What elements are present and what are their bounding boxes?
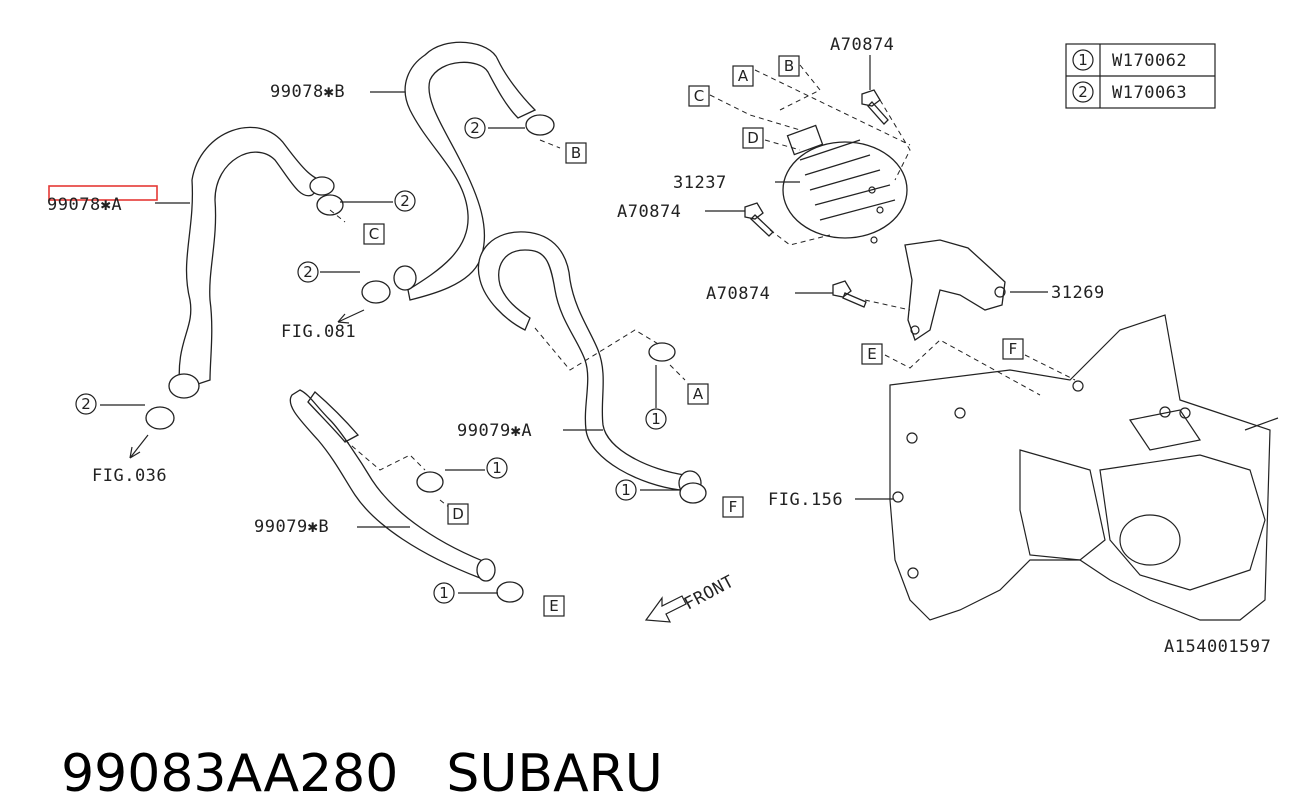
bracket-31269[interactable] (904, 239, 1006, 342)
parts-diagram: 1 W170062 2 W170063 (47, 35, 1279, 657)
clamp-num-2c: 2 (303, 263, 313, 281)
legend-num-2: 2 (1078, 83, 1088, 101)
letter-a-hose: A (693, 385, 704, 403)
clamp-num-2d: 2 (81, 395, 91, 413)
hose-99078-a[interactable] (168, 126, 335, 399)
label-31269: 31269 (1051, 283, 1105, 303)
drawing-id: A154001597 (1164, 637, 1271, 657)
clamp-num-2b: 2 (400, 192, 410, 210)
part-number: 99083AA280 (61, 744, 399, 804)
letter-c-top: C (694, 87, 704, 105)
legend-code-2: W170063 (1112, 83, 1187, 103)
clamp-num-1c: 1 (621, 481, 631, 499)
fig-arrows (129, 313, 350, 459)
part-footer: 99083AA280 SUBARU (28, 684, 663, 804)
clamp-num-1b: 1 (492, 459, 502, 477)
brand-name: SUBARU (446, 744, 663, 804)
bolts (744, 89, 889, 308)
label-bolt-low: A70874 (706, 284, 770, 304)
letter-e-hose: E (549, 597, 558, 615)
legend-code-1: W170062 (1112, 51, 1187, 71)
connector-boxes: A B C D E F B C A D F E (363, 55, 1024, 617)
clamp-num-2a: 2 (470, 119, 480, 137)
letter-e-right: E (867, 345, 876, 363)
letter-f-hose: F (729, 498, 738, 516)
label-fig-036[interactable]: FIG.036 (92, 466, 167, 486)
clamp-num-1d: 1 (439, 584, 449, 602)
label-99078-a: 99078✱A (47, 195, 122, 215)
hose-99079-b[interactable] (289, 389, 496, 582)
highlight-box[interactable] (48, 185, 158, 201)
letter-b-top: B (784, 57, 794, 75)
clamp-num-1a: 1 (651, 410, 661, 428)
label-99079-a: 99079✱A (457, 421, 532, 441)
label-31237: 31237 (673, 173, 727, 193)
letter-c-hose: C (369, 225, 379, 243)
letter-f-right: F (1009, 340, 1018, 358)
letter-d-hose: D (452, 505, 464, 523)
label-99078-b: 99078✱B (270, 82, 345, 102)
legend-num-1: 1 (1078, 51, 1088, 69)
label-fig-156[interactable]: FIG.156 (768, 490, 843, 510)
front-arrow: FRONT (644, 572, 738, 623)
letter-b-hose: B (571, 144, 581, 162)
front-label: FRONT (681, 572, 738, 615)
dashed-lines (329, 64, 1076, 509)
label-bolt-mid: A70874 (617, 202, 681, 222)
label-99079-b: 99079✱B (254, 517, 329, 537)
leader-lines (100, 55, 1048, 594)
hose-99078-b[interactable] (393, 41, 537, 301)
clamps (145, 114, 707, 603)
letter-d-top: D (747, 129, 759, 147)
transmission-housing (889, 314, 1279, 621)
oil-cooler-31237[interactable] (782, 124, 908, 244)
legend-table: 1 W170062 2 W170063 (1065, 43, 1216, 109)
letter-a-top: A (738, 67, 749, 85)
hose-99079-a[interactable] (477, 231, 702, 496)
label-fig-081[interactable]: FIG.081 (281, 322, 356, 342)
label-bolt-top: A70874 (830, 35, 894, 55)
clamp-callouts: 2 2 2 2 1 1 1 1 (75, 117, 667, 604)
